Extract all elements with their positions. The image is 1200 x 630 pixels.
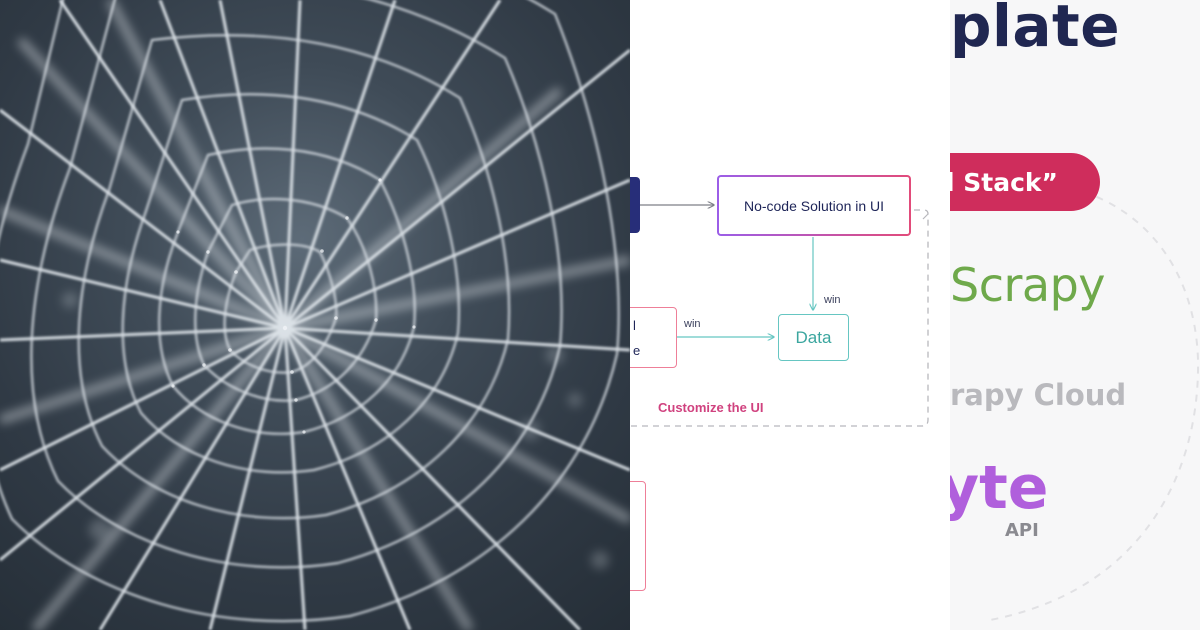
left-partial-node: l e <box>630 307 677 368</box>
scrapy-cloud-logo: rapy Cloud <box>950 378 1127 412</box>
edge-label-win-top: win <box>824 294 841 306</box>
dashed-customize-group <box>630 209 929 427</box>
ai-stack-pill: l Stack” <box>950 153 1100 211</box>
flowchart-panel: No-code Solution in UI l e Data win win … <box>630 0 950 630</box>
template-title-fragment: plate <box>950 0 1121 60</box>
left-bottom-partial-node <box>630 481 646 591</box>
left-partial-node-text-line1: l <box>633 318 636 333</box>
flowchart-connectors <box>630 0 929 427</box>
zyte-api-label: API <box>1005 520 1039 541</box>
edge-label-win-left: win <box>684 318 701 330</box>
nocode-solution-node: No-code Solution in UI <box>717 175 911 236</box>
left-partial-node-text-line2: e <box>633 343 641 358</box>
data-node: Data <box>778 314 849 361</box>
nocode-solution-label: No-code Solution in UI <box>743 197 885 214</box>
data-node-label: Data <box>795 327 832 347</box>
tech-stack-panel: plate l Stack” Scrapy rapy Cloud yte API <box>950 0 1200 630</box>
left-edge-node <box>630 177 640 233</box>
spider-web-photo <box>0 0 630 630</box>
spider-web-icon <box>0 0 630 630</box>
scrapy-logo: Scrapy <box>950 258 1106 312</box>
ai-stack-pill-text: l Stack” <box>950 167 1058 197</box>
customize-ui-label: Customize the UI <box>658 400 764 415</box>
dashed-circle-outline <box>989 187 1200 621</box>
zyte-logo: yte <box>950 453 1049 523</box>
